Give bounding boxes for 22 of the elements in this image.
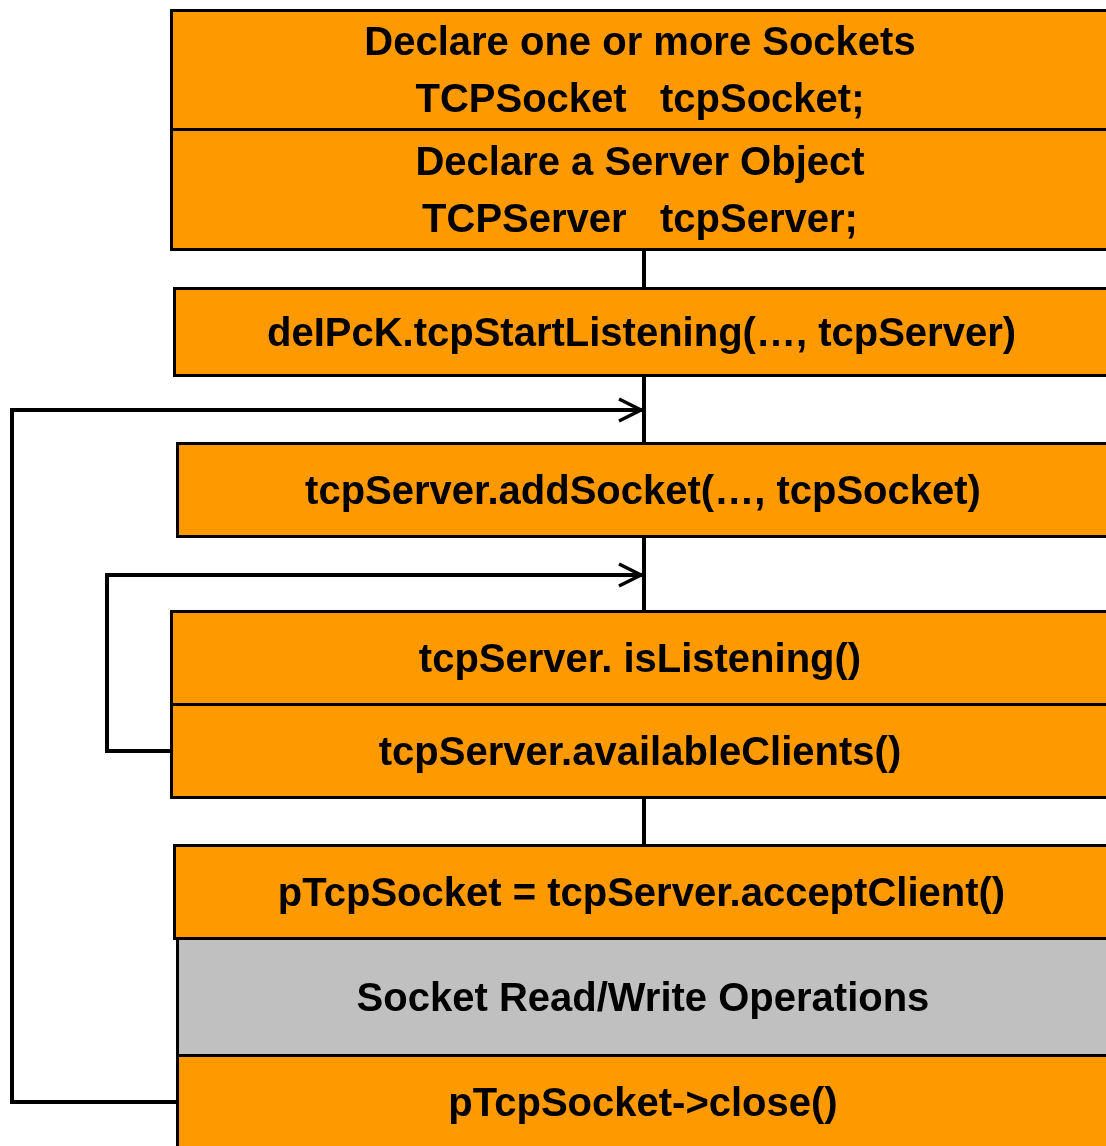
process-box [176, 442, 1106, 538]
box-label: deIPcK.tcpStartListening(…, tcpServer) [266, 308, 1016, 356]
box-label: tcpServer.addSocket(…, tcpSocket) [305, 466, 981, 514]
process-box [170, 9, 1106, 131]
box-label: Socket Read/Write Operations [356, 973, 930, 1021]
operation-box [176, 937, 1106, 1057]
process-box [176, 1054, 1106, 1146]
code-line: TCPSocket tcpSocket; [415, 75, 865, 122]
box-label: pTcpSocket = tcpServer.acceptClient() [277, 868, 1006, 916]
connector-line [642, 799, 646, 844]
box-heading: Declare a Server Object [415, 137, 865, 185]
box-heading: Declare one or more Sockets [364, 18, 916, 65]
box-label: tcpServer. isListening() [418, 634, 862, 682]
box-label: pTcpSocket->close() [448, 1078, 838, 1126]
box-label: tcpServer.availableClients() [378, 727, 902, 775]
process-box [170, 703, 1106, 799]
code-line: TCPServer tcpServer; [422, 194, 858, 242]
process-box [170, 128, 1106, 251]
process-box [173, 287, 1106, 377]
connector-line [642, 251, 646, 287]
process-box [170, 610, 1106, 706]
process-box [173, 844, 1106, 940]
